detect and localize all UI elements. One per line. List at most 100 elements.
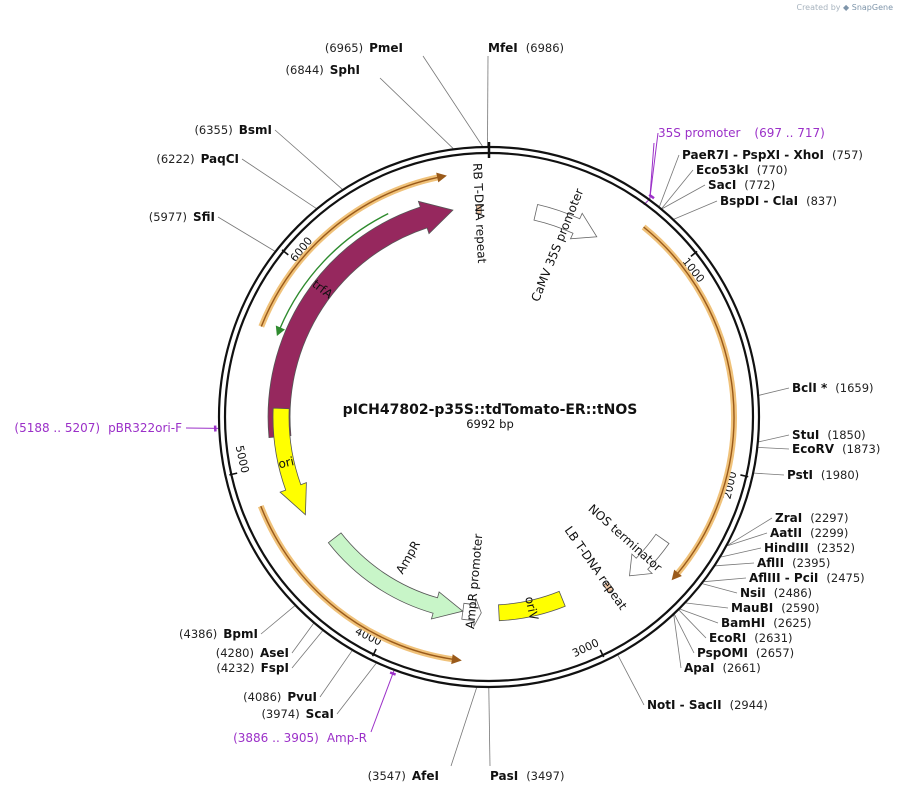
primer-labels: 35S promoter(697 .. 717)pBR322ori-F(5188… (14, 126, 824, 745)
site-name: NsiI (740, 586, 766, 600)
feature-label-rb-repeat: RB T-DNA repeat (470, 163, 489, 264)
site-bsmi: BsmI(6355) (194, 123, 272, 137)
site-name: PaeR7I - PspXI - XhoI (682, 148, 824, 162)
site-name: BspDI - ClaI (720, 194, 798, 208)
scale-tick (740, 474, 749, 478)
site-name: AflII (757, 556, 784, 570)
site-name: ScaI (306, 707, 334, 721)
orf-line (260, 176, 439, 327)
site-maubi: MauBI (2590) (731, 601, 819, 615)
site-position: (2297) (810, 511, 848, 525)
site-position: (2661) (723, 661, 761, 675)
scale-tick (229, 472, 238, 476)
feature-label-ori: ori (277, 454, 295, 471)
orf-tracks (258, 172, 737, 665)
site-name: BpmI (223, 627, 258, 641)
feature-lb-repeat (603, 581, 614, 594)
scale-tick (599, 649, 605, 658)
site-name: PaqCI (201, 152, 239, 166)
scale-tick-label: 3000 (570, 636, 601, 660)
orf-line (279, 212, 389, 329)
orf-arrowhead (671, 569, 682, 581)
site-scai: ScaI(3974) (261, 707, 334, 721)
site-name: SphI (330, 63, 360, 77)
site-name: ApaI (684, 661, 714, 675)
feature-label-ampr-promoter: AmpR promoter (463, 533, 485, 629)
site-leader-line (217, 216, 275, 252)
site-pspomi: PspOMI (2657) (697, 646, 794, 660)
site-name: EcoRI (709, 631, 746, 645)
primer-range: (3886 .. 3905) (233, 731, 319, 745)
site-mfei: MfeI(6986) (488, 41, 564, 55)
site-leader-line (661, 169, 694, 209)
site-position: (770) (757, 163, 788, 177)
site-name: AfeI (412, 769, 439, 783)
site-position: (6965) (325, 41, 363, 55)
site-paer7i-pspxi-xhoi: PaeR7I - PspXI - XhoI (757) (682, 148, 863, 162)
feature-arrows (267, 200, 670, 627)
site-position: (2590) (781, 601, 819, 615)
site-name: AatII (770, 526, 802, 540)
feature-ori (272, 407, 307, 516)
site-position: (2944) (730, 698, 768, 712)
site-name: PspOMI (697, 646, 748, 660)
site-position: (4232) (216, 661, 254, 675)
site-position: (3547) (368, 769, 406, 783)
site-stui: StuI(1850) (792, 428, 866, 442)
site-position: (1659) (835, 381, 873, 395)
primer-amp-r: Amp-R(3886 .. 3905) (233, 731, 367, 745)
orf-arrowhead (436, 172, 447, 183)
site-leader-line (679, 608, 719, 624)
site-leader-line (759, 387, 790, 396)
site-position: (5977) (149, 210, 187, 224)
feature-rb-repeat (475, 204, 482, 215)
site-name: PstI (787, 468, 813, 482)
site-ecori: EcoRI (2631) (709, 631, 793, 645)
plasmid-backbone (217, 142, 761, 689)
feature-ampr (327, 532, 464, 620)
site-position: (2486) (774, 586, 812, 600)
site-leader-line (422, 55, 483, 147)
site-name: BamHI (721, 616, 765, 630)
site-name: MfeI (488, 41, 518, 55)
plasmid-length: 6992 bp (466, 417, 514, 431)
site-name: AseI (260, 646, 289, 660)
site-position: (6844) (286, 63, 324, 77)
site-position: (757) (832, 148, 863, 162)
orf-arrowhead (451, 654, 462, 665)
site-fspi: FspI (4232) (216, 661, 289, 675)
site-name: FspI (261, 661, 289, 675)
site-position: (6355) (194, 123, 232, 137)
site-name: BclI * (792, 381, 828, 395)
scale-tick (281, 249, 289, 256)
site-nsii: NsiI (2486) (740, 586, 812, 600)
site-position: (2631) (754, 631, 792, 645)
site-paqci: PaqCI(6222) (156, 152, 239, 166)
site-position: (2625) (773, 616, 811, 630)
site-leader-line (727, 532, 768, 547)
site-name: MauBI (731, 601, 773, 615)
site-name: AflIII - PciI (749, 571, 818, 585)
site-name: StuI (792, 428, 819, 442)
site-leader-line (754, 472, 785, 476)
site-aatii: AatII(2299) (770, 526, 848, 540)
site-pvui: PvuI(4086) (243, 690, 317, 704)
feature-nos-terminator (629, 533, 670, 577)
site-leader-line (704, 577, 747, 583)
site-position: (4280) (216, 646, 254, 660)
site-position: (2657) (756, 646, 794, 660)
plasmid-name: pICH47802-p35S::tdTomato-ER::tNOS (343, 402, 638, 418)
site-leader-line (487, 55, 489, 147)
site-leader-line (686, 602, 729, 609)
site-name: EcoRV (792, 442, 835, 456)
snapgene-watermark: Created by ◆ SnapGene (796, 3, 893, 12)
site-name: PmeI (369, 41, 403, 55)
site-leader-line (674, 614, 695, 654)
site-leader-line (488, 687, 491, 767)
site-position: (2352) (817, 541, 855, 555)
site-leader-line (291, 623, 314, 654)
site-position: (2475) (826, 571, 864, 585)
site-position: (837) (806, 194, 837, 208)
